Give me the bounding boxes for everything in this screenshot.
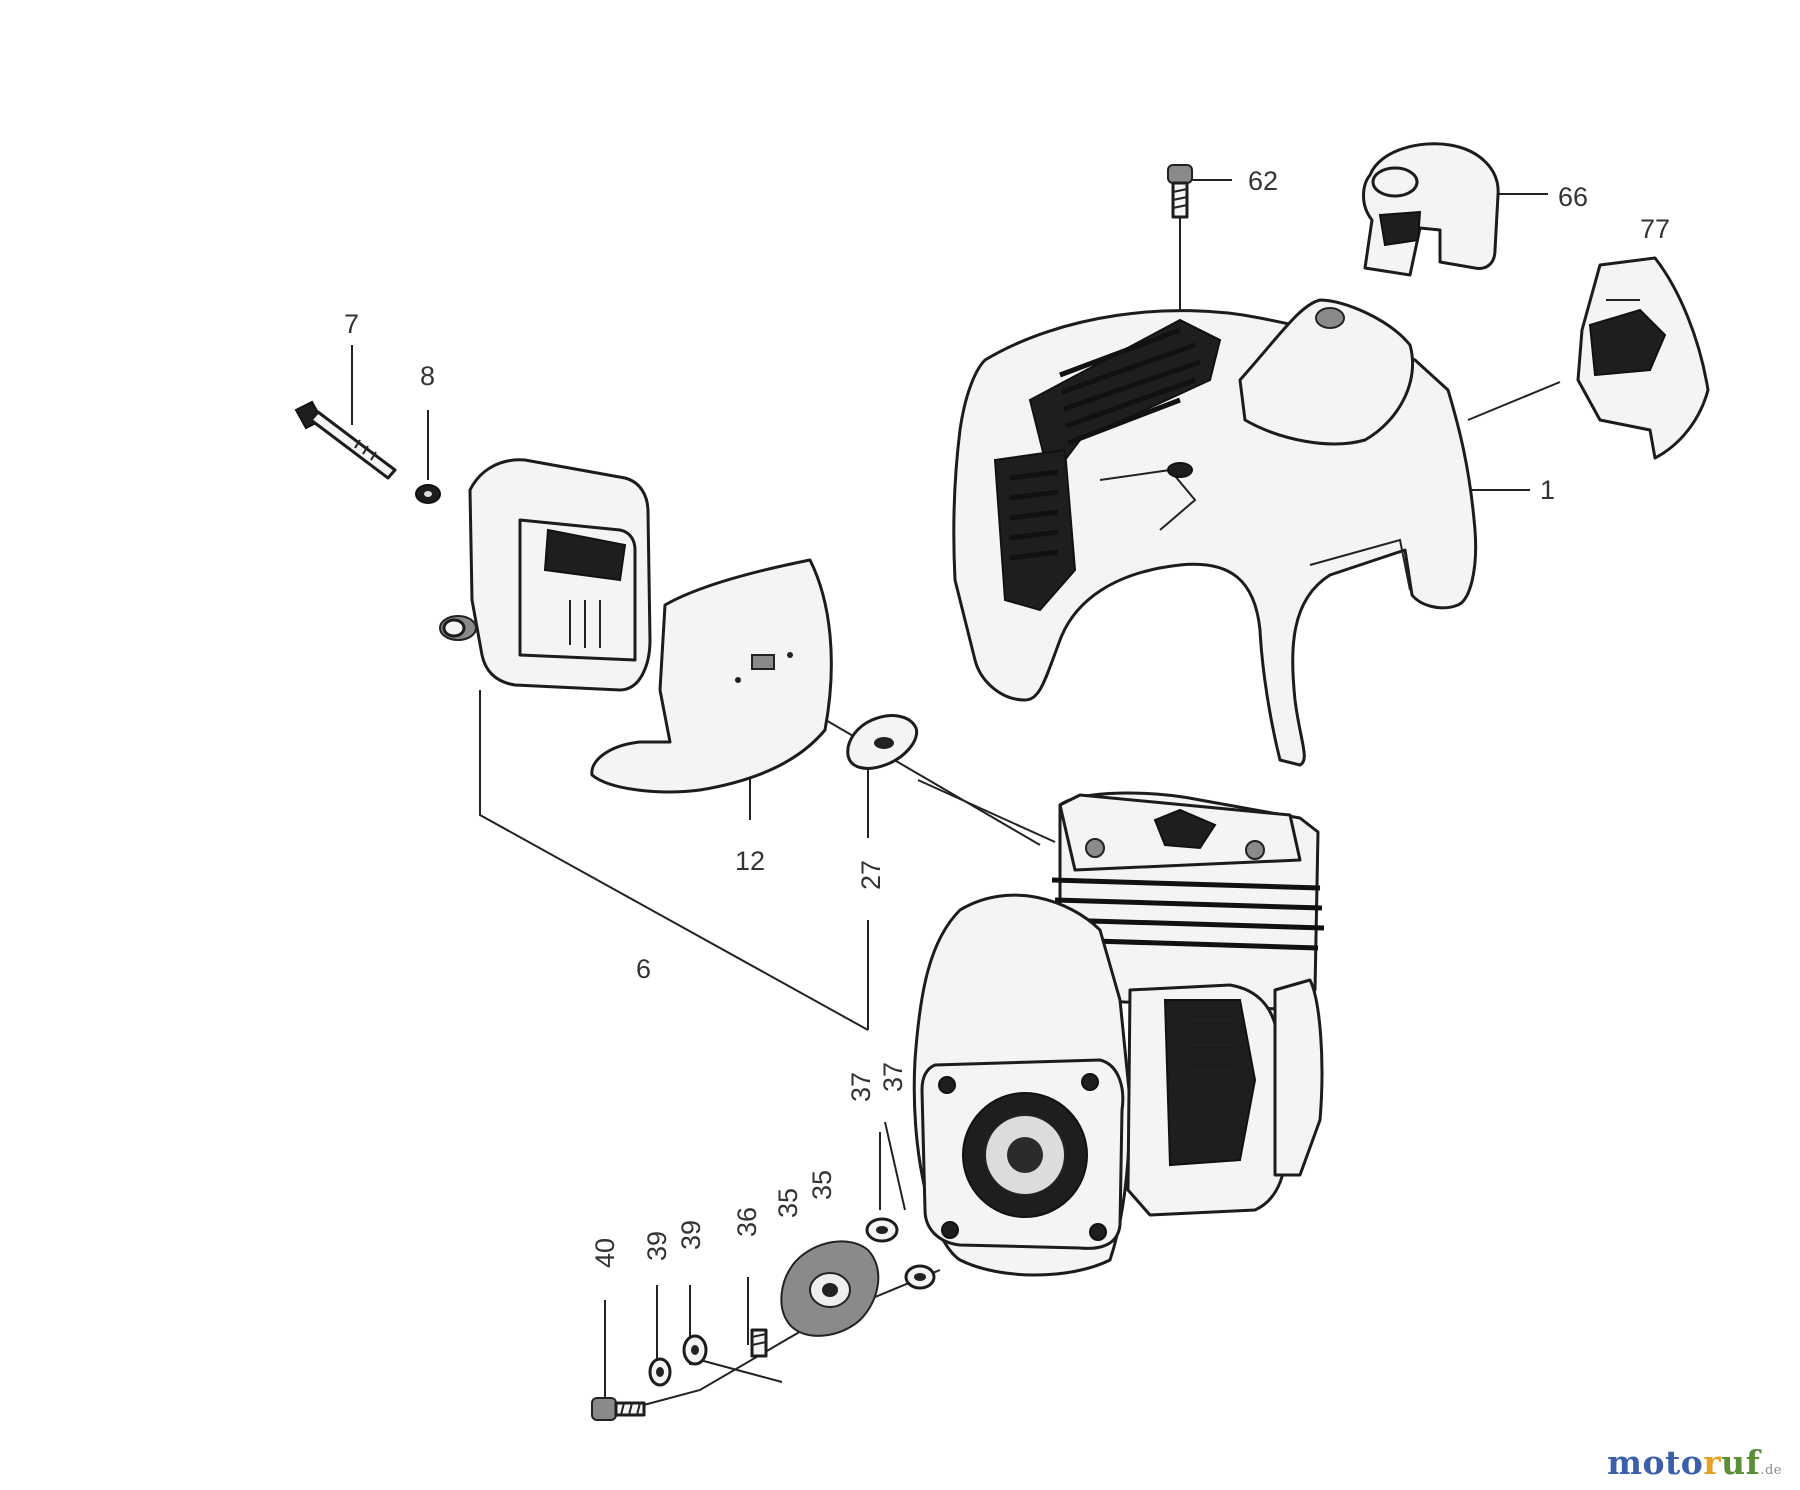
callout-12: 12 [735,846,765,876]
callout-6: 6 [636,954,651,984]
engine-cover-part [952,298,1478,767]
washer-37-parts [865,1217,936,1290]
plate-77-part [1576,256,1710,460]
callout-labels: 62 66 77 1 7 8 12 27 6 37 37 35 35 36 39… [344,166,1670,1268]
cap-66-part [1362,142,1500,277]
callout-27: 27 [856,860,886,890]
callout-40: 40 [590,1238,620,1268]
callout-39a: 39 [642,1231,672,1261]
muffler-6-part [439,458,652,692]
callout-8: 8 [420,361,435,391]
callout-36: 36 [732,1207,762,1237]
watermark-suffix: uf [1721,1443,1761,1482]
gasket-27-part [846,714,919,770]
bolt-40-part [591,1397,646,1421]
watermark-tld: .de [1760,1463,1782,1478]
motoruf-watermark-logo: motoruf.de [1607,1443,1782,1482]
washer-39-parts [648,1334,708,1387]
engine-block-part [912,791,1325,1277]
callout-35a: 35 [773,1188,803,1218]
watermark-prefix: moto [1607,1443,1704,1482]
callout-39b: 39 [676,1220,706,1250]
washer-8-part [415,484,441,504]
callout-37b: 37 [878,1062,908,1092]
callout-35b: 35 [807,1170,837,1200]
callout-62: 62 [1248,166,1278,196]
callout-37a: 37 [846,1072,876,1102]
callout-66: 66 [1558,182,1588,212]
callout-7: 7 [344,309,359,339]
watermark-accent: r [1703,1443,1722,1482]
clutch-35-part [780,1240,880,1337]
spring-36-part [750,1328,768,1358]
bolt-7-part [294,400,397,480]
cooling-grille [1059,327,1201,446]
heat-shield-12-part [590,558,833,794]
screw-62-part [1167,164,1193,219]
side-grille [1009,469,1059,561]
callout-77: 77 [1640,214,1670,244]
callout-1: 1 [1540,475,1555,505]
